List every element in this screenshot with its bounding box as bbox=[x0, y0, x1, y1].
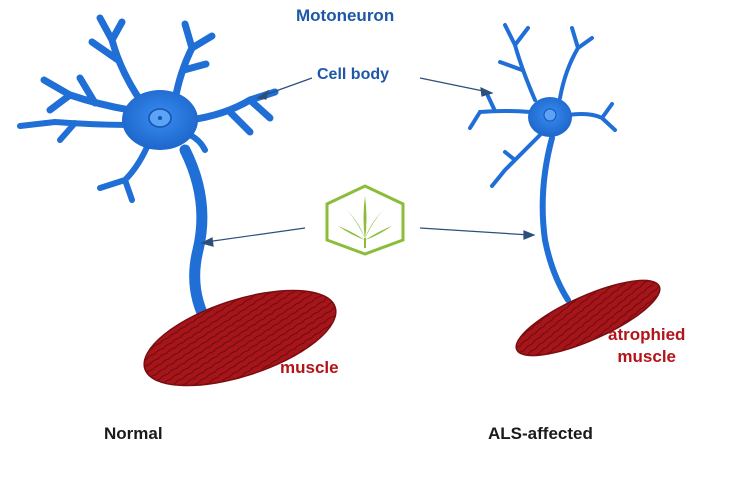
als-muscle-label-line2: muscle bbox=[617, 347, 677, 366]
normal-caption: Normal bbox=[104, 424, 163, 443]
als-nucleus bbox=[543, 108, 557, 122]
normal-neuron bbox=[17, 14, 279, 331]
normal-muscle-label: muscle bbox=[280, 358, 339, 377]
cell-body-label: Cell body bbox=[317, 66, 390, 83]
als-muscle bbox=[515, 279, 661, 357]
cannabis-leaf-hexagon-icon bbox=[325, 184, 405, 256]
als-caption: ALS-affected bbox=[488, 424, 593, 443]
normal-muscle bbox=[143, 289, 337, 387]
als-muscle-label-line1: atrophied bbox=[608, 325, 686, 344]
als-muscle-label: atrophied muscle bbox=[608, 324, 685, 368]
als-neuron bbox=[468, 23, 617, 303]
title-label: Motoneuron bbox=[296, 6, 395, 25]
arrows bbox=[200, 77, 536, 247]
